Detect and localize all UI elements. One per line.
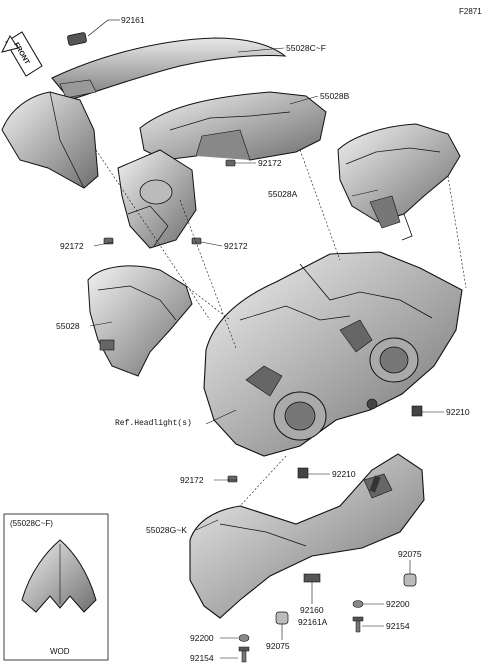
label-92172-b: 92172 [60,241,84,251]
bolt-92154-b [238,646,250,663]
screw-92172-d [227,475,238,483]
label-92210-b: 92210 [332,469,356,479]
figure-code: F2871 [459,7,482,16]
label-92210-a: 92210 [446,407,470,417]
label-92200-a: 92200 [386,599,410,609]
upper-cowl-55028C-F [51,37,287,101]
clip-92210-b [297,467,309,479]
label-92160: 92160 [300,605,324,615]
label-92154-b: 92154 [190,653,214,663]
leader-lines [87,19,467,659]
collar-92075-b [275,611,289,625]
label-55028: 55028 [56,321,80,331]
inner-cowl-55028B [139,91,327,161]
pad-92160 [303,573,321,583]
label-92154-a: 92154 [386,621,410,631]
clip-92210-a [411,405,423,417]
pad-92161 [67,32,87,46]
label-92161A: 92161A [298,617,328,627]
lower-cowl-55028 [87,265,193,377]
washer-92200-b [238,634,250,642]
inset-caption: WOD [50,647,70,656]
label-92075-b: 92075 [266,641,290,651]
screw-92172-c [191,237,202,245]
label-92172-a: 92172 [258,158,282,168]
lower-fairing-55028G-K [189,453,425,619]
washer-92200-a [352,600,364,608]
side-panel-left [1,91,99,189]
collar-92075-a [403,573,417,587]
screw-92172-a [225,159,236,167]
label-55028C-F: 55028C~F [286,43,326,53]
label-92200-b: 92200 [190,633,214,643]
headlight-assembly [203,251,463,457]
label-92075-a: 92075 [398,549,422,559]
meter-cover [117,149,197,249]
inset-variant-box [3,513,109,661]
label-92161: 92161 [121,15,145,25]
label-55028A: 55028A [268,189,298,199]
label-92172-c: 92172 [224,241,248,251]
front-arrow-icon: FRONT [1,31,43,77]
ref-headlight-note: Ref.Headlight(s) [115,419,192,428]
label-55028B: 55028B [320,91,350,101]
label-92172-d: 92172 [180,475,204,485]
bolt-92154-a [352,616,364,633]
inset-title: (55028C~F) [10,519,53,528]
side-cowl-55028A [337,123,461,241]
label-55028G-K: 55028G~K [146,525,187,535]
